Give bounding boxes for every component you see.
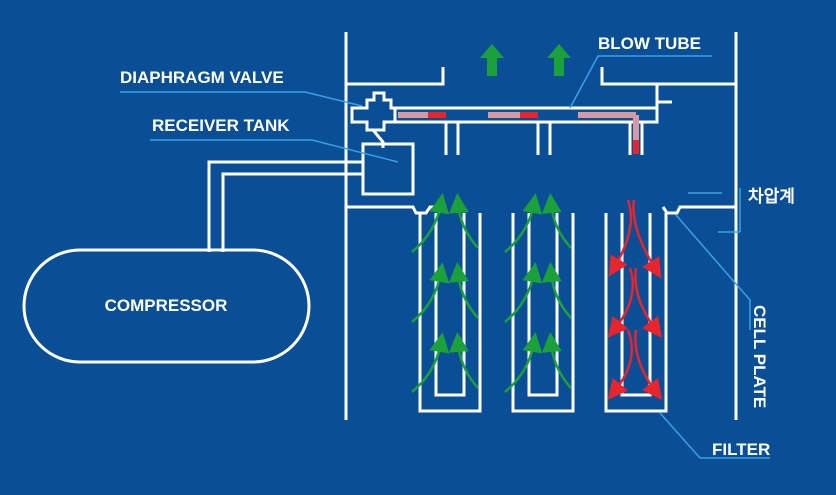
supply-pipe [207, 160, 363, 252]
exhaust-arrow-right [547, 44, 571, 76]
blow-tube-label: BLOW TUBE [598, 34, 701, 53]
housing [344, 32, 738, 420]
diaphragm-valve-label: DIAPHRAGM VALVE [120, 68, 284, 87]
cell-plate-left [346, 205, 438, 215]
differential-pressure-label: 차압계 [748, 186, 795, 206]
filter-bags [418, 213, 668, 413]
cell-plate-label: CELL PLATE [750, 305, 769, 408]
top-plate-left [346, 67, 445, 86]
blow-tube [393, 84, 672, 155]
top-plate-right [600, 67, 736, 86]
cell-plate-right [661, 205, 736, 215]
filter-label: FILTER [712, 440, 770, 459]
receiver-tank [361, 142, 415, 196]
compressor-tank [22, 248, 311, 364]
compressor-label: COMPRESSOR [105, 296, 228, 315]
diaphragm-valve [350, 91, 395, 148]
valve-neck [371, 129, 385, 148]
leader-lines [120, 55, 770, 459]
blow-tube-body [393, 106, 659, 124]
filter-right [604, 213, 668, 413]
exhaust-arrow-left [480, 44, 504, 76]
pulse-arrows [607, 199, 662, 401]
valve-body [350, 91, 395, 132]
filter-left [418, 213, 482, 413]
clean-air-arrows [411, 193, 572, 393]
exhaust-arrows [480, 44, 571, 76]
receiver-tank-label: RECEIVER TANK [152, 116, 290, 135]
filter-middle [511, 213, 575, 413]
